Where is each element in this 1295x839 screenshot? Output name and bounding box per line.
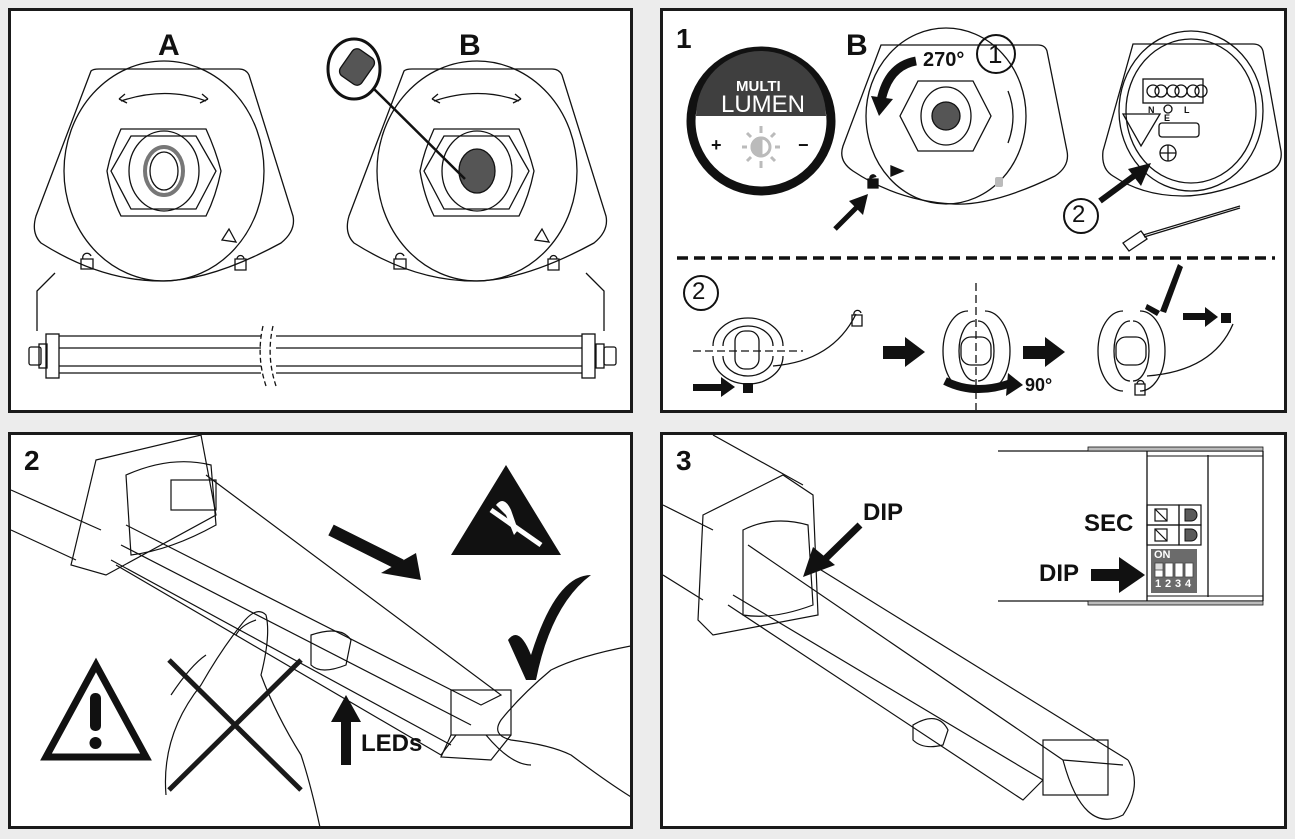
esd-warning-icon (451, 465, 561, 555)
badge-multi: MULTI (736, 78, 781, 95)
badge-plus: + (711, 135, 722, 155)
magnifier-callout (326, 37, 466, 180)
screwdriver-icon (1122, 205, 1241, 252)
brightness-icon (742, 126, 780, 168)
step-number-3: 3 (676, 445, 692, 476)
label-b: B (459, 29, 481, 62)
badge-lumen: LUMEN (721, 91, 806, 118)
panel-step-1: 1 B 270° 1 MULTI LUMEN + − N E L 2 2 90° (660, 8, 1287, 413)
pointer-arrow-icon (833, 194, 868, 231)
rotation-270-label: 270° (923, 49, 965, 71)
screwdriver-pointer-arrow-icon (1098, 163, 1151, 204)
step-3-drawing (663, 435, 1264, 820)
step-2-drawing (11, 435, 630, 826)
fixture-body (663, 435, 1135, 820)
dip-switches (1154, 562, 1194, 578)
label-a: A (158, 29, 180, 62)
dip-inset-panel (998, 446, 1264, 606)
screw-lock-sequence (693, 283, 1234, 410)
checkmark-icon (508, 575, 591, 680)
multi-lumen-badge (686, 46, 836, 196)
prohibited-x-icon (167, 658, 303, 792)
dip-on-label: ON (1154, 549, 1171, 561)
slide-direction-arrow-icon (328, 524, 421, 580)
end-caps-drawing (28, 37, 617, 387)
dip-label-inset: DIP (1039, 560, 1080, 587)
light-tube (28, 325, 617, 387)
callout-circle-2 (1063, 198, 1099, 234)
hand-right (497, 645, 630, 798)
callout-2: 2 (1072, 201, 1086, 228)
dip-pointer-arrow-icon (803, 522, 863, 577)
warning-triangle-icon (40, 657, 152, 761)
sec-led-icon (1184, 528, 1198, 542)
step-number-2: 2 (24, 445, 40, 476)
dip-inset-arrow-icon (1091, 557, 1145, 593)
terminal-l: L (1184, 105, 1190, 115)
rotate-arrow-icon (876, 56, 918, 103)
sub-step-2: 2 (692, 278, 706, 305)
dip-switch-4-label: 4 (1185, 578, 1192, 590)
sequence-arrows (693, 264, 1231, 397)
panel-step-2: 2 LEDs (8, 432, 633, 829)
label-b: B (846, 29, 868, 62)
end-cap-b-rotate (841, 27, 1069, 205)
step-1-drawing (677, 27, 1282, 410)
panel-step-3: 3 DIP SEC DIP ON 1 2 3 4 (660, 432, 1287, 829)
leds-up-arrow-icon (331, 695, 361, 765)
step-number-1: 1 (676, 23, 692, 54)
terminal-n: N (1148, 105, 1155, 115)
dip-switch-2-label: 2 (1165, 578, 1172, 590)
dip-switch-3-label: 3 (1175, 578, 1182, 590)
sec-label: SEC (1084, 510, 1134, 537)
terminal-e: E (1164, 113, 1171, 123)
terminal-cap (1102, 30, 1282, 197)
dip-switch-1-label: 1 (1155, 578, 1162, 590)
sub-step-circle (683, 275, 719, 311)
callout-1: 1 (988, 39, 1003, 69)
rotation-90-label: 90° (1025, 375, 1053, 395)
sec-indicator-grid (1146, 504, 1202, 546)
dip-label-main: DIP (863, 499, 904, 526)
fixture-body (11, 435, 532, 766)
sec-led-icon (1184, 508, 1198, 522)
leds-label: LEDs (361, 730, 423, 757)
end-cap-b (346, 60, 608, 282)
hand-left (164, 611, 321, 826)
end-cap-a (33, 60, 295, 282)
badge-minus: − (798, 135, 809, 155)
panel-end-caps-a-b: A B (8, 8, 633, 413)
